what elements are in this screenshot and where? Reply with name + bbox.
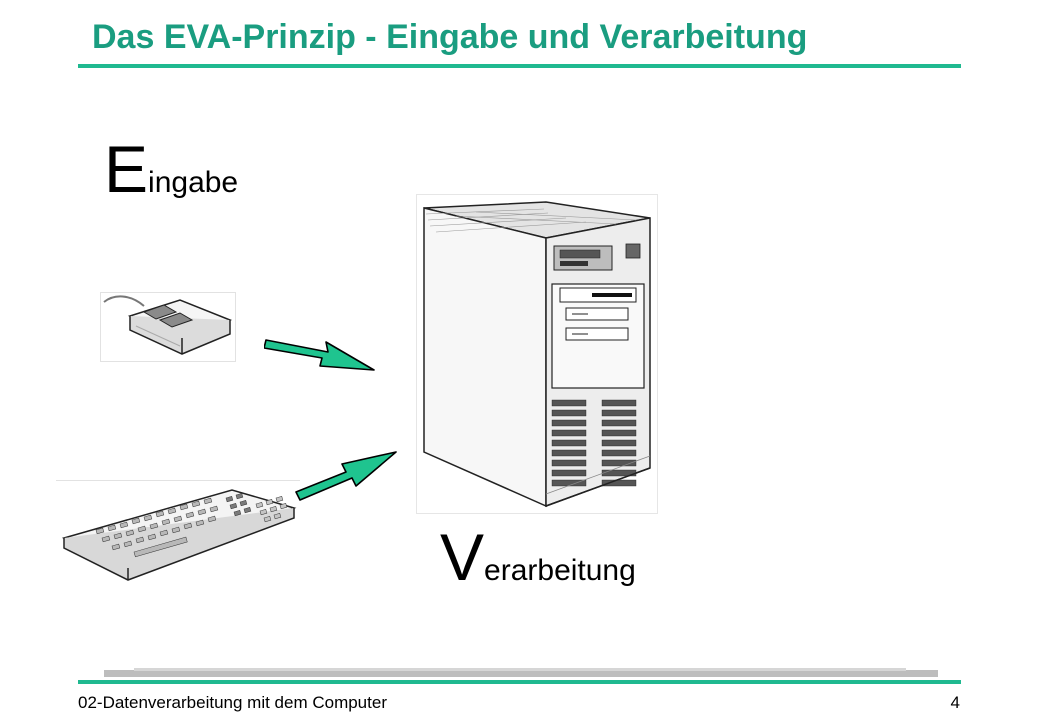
footer-text: 02-Datenverarbeitung mit dem Computer (78, 693, 387, 712)
page-number: 4 (950, 693, 960, 712)
keyboard-illustration (56, 480, 300, 581)
arrow-mouse-to-computer (264, 339, 375, 371)
title-underline (78, 64, 961, 68)
computer-tower-illustration (416, 194, 658, 514)
footer-shadow-highlight (134, 668, 906, 671)
label-verarbeitung: Verarbeitung (440, 524, 636, 590)
footer-rule (78, 680, 961, 684)
footer-shadow-bar (104, 670, 938, 677)
slide-title: Das EVA-Prinzip - Eingabe und Verarbeitu… (92, 18, 808, 56)
arrow-keyboard-to-computer (295, 451, 397, 501)
label-eingabe-initial: E (104, 132, 149, 206)
mouse-illustration (100, 292, 236, 362)
label-verarbeitung-rest: erarbeitung (484, 554, 636, 587)
label-eingabe-rest: ingabe (148, 166, 239, 199)
label-eingabe: Eingabe (104, 136, 238, 202)
label-verarbeitung-initial: V (440, 520, 485, 594)
